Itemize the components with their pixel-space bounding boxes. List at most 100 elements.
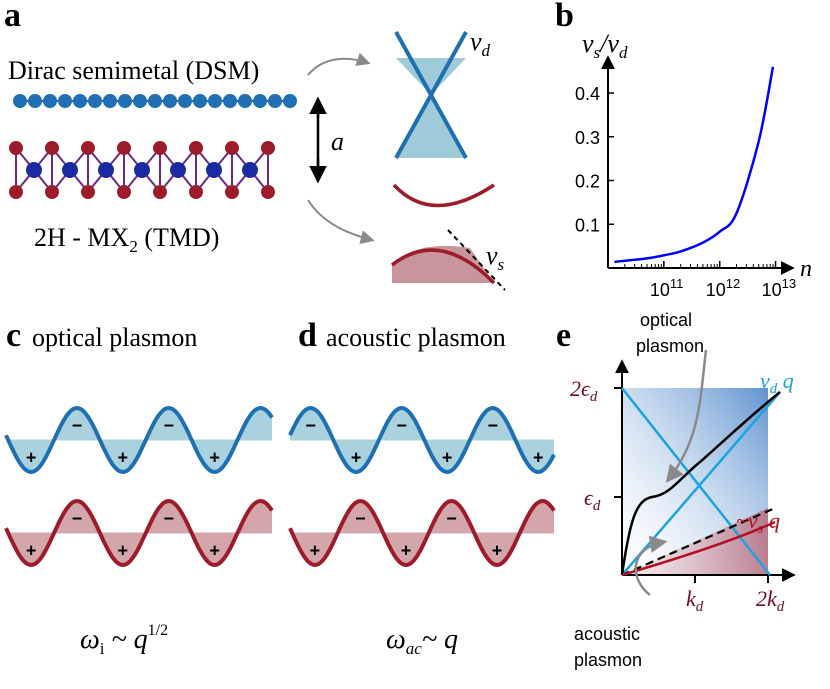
- x-tick-label: 1013: [762, 276, 797, 300]
- x-tick-label: 1011: [650, 276, 684, 300]
- x-tick-2kd: 2kd: [756, 586, 785, 615]
- vs-tangent: [447, 229, 506, 291]
- acoustic-label-line1: acoustic: [574, 624, 640, 644]
- dsm-atom: [103, 94, 117, 108]
- chart-xlabel: n: [800, 256, 812, 282]
- tmd-chalcogen-atom: [189, 185, 203, 199]
- charge-sign: −: [305, 416, 316, 436]
- charge-sign: +: [442, 448, 453, 468]
- dsm-atom: [148, 94, 162, 108]
- tmd-metal-atom: [62, 162, 78, 178]
- separation-label: a: [331, 127, 344, 156]
- dsm-atom: [178, 94, 192, 108]
- charge-wave: [288, 498, 556, 568]
- tmd-chalcogen-atom: [153, 185, 167, 199]
- charge-sign: −: [446, 509, 457, 529]
- tmd-chalcogen-atom: [9, 141, 23, 155]
- y-tick-label: 0.2: [575, 172, 600, 192]
- dsm-atom: [193, 94, 207, 108]
- charge-sign: +: [118, 448, 129, 468]
- tmd-lattice: [9, 141, 275, 199]
- y-tick-label: 0.4: [575, 84, 600, 104]
- dsm-atom: [163, 94, 177, 108]
- dsm-atom: [28, 94, 42, 108]
- optical-label-line2: plasmon: [636, 336, 704, 356]
- dsm-label: Dirac semimetal (DSM): [8, 56, 259, 85]
- chart-ylabel: vs/vd: [582, 29, 628, 62]
- charge-sign: +: [26, 541, 37, 561]
- charge-sign: −: [72, 416, 83, 436]
- conduction-band: [392, 183, 495, 208]
- dsm-atom: [283, 94, 297, 108]
- dsm-atom: [43, 94, 57, 108]
- charge-sign: +: [401, 541, 412, 561]
- vsq-label: ~vs q: [736, 508, 780, 537]
- dsm-atom: [58, 94, 72, 108]
- optical-label-line1: optical: [640, 310, 692, 330]
- panel-d-label: d: [298, 317, 317, 354]
- charge-sign: −: [163, 509, 174, 529]
- acoustic-pointer: [634, 535, 668, 596]
- panel-e-label: e: [556, 317, 571, 354]
- acoustic-formula: ωac~ q: [386, 624, 458, 658]
- optical-plasmon-waves: +−+−++−+−+: [4, 405, 274, 568]
- tmd-label: 2H - MX2 (TMD): [34, 223, 219, 256]
- tmd-chalcogen-atom: [225, 141, 239, 155]
- dsm-atom: [208, 94, 222, 108]
- y-tick-ed: ϵd: [584, 485, 601, 514]
- tmd-metal-atom: [134, 162, 150, 178]
- charge-sign: −: [163, 416, 174, 436]
- acoustic-plasmon-waves: −+−+−++−+−+: [288, 405, 556, 568]
- charge-sign: +: [533, 448, 544, 468]
- tmd-chalcogen-atom: [261, 185, 275, 199]
- tmd-chalcogen-atom: [45, 185, 59, 199]
- tmd-chalcogen-atom: [81, 185, 95, 199]
- charge-wave: [4, 498, 274, 568]
- panel-b-label: b: [555, 0, 574, 34]
- vdq-line: [621, 391, 781, 576]
- charge-sign: −: [72, 509, 83, 529]
- charge-sign: −: [487, 416, 498, 436]
- tmd-chalcogen-atom: [117, 141, 131, 155]
- tmd-arrow: [307, 199, 375, 244]
- tmd-chalcogen-atom: [153, 141, 167, 155]
- tmd-chalcogen-atom: [261, 141, 275, 155]
- dsm-atom: [118, 94, 132, 108]
- optical-formula: ωi ~ q1/2: [80, 622, 168, 658]
- tmd-chalcogen-atom: [189, 141, 203, 155]
- vs-label: vs: [486, 241, 505, 274]
- charge-sign: +: [26, 448, 37, 468]
- dirac-cone: [394, 31, 468, 159]
- panel-c-label: c: [6, 317, 21, 354]
- dsm-atom: [13, 94, 27, 108]
- vd-label: vd: [470, 27, 491, 60]
- dsm-atom: [268, 94, 282, 108]
- tmd-chalcogen-atom: [117, 185, 131, 199]
- panel-c-title: optical plasmon: [32, 323, 197, 352]
- x-tick-label: 1012: [706, 276, 741, 300]
- y-tick-2ed: 2ϵd: [570, 376, 598, 405]
- charge-sign: +: [209, 448, 220, 468]
- x-tick-kd: kd: [686, 586, 704, 615]
- charge-sign: +: [492, 541, 503, 561]
- tmd-metal-atom: [242, 162, 258, 178]
- dsm-atom-chain: [13, 94, 297, 108]
- charge-sign: −: [396, 416, 407, 436]
- tmd-metal-atom: [26, 162, 42, 178]
- dsm-atom: [223, 94, 237, 108]
- series-line-vs-vd: [614, 66, 775, 264]
- tmd-metal-atom: [206, 162, 222, 178]
- acoustic-label-line2: plasmon: [574, 650, 642, 670]
- tmd-chalcogen-atom: [45, 141, 59, 155]
- charge-sign: +: [118, 541, 129, 561]
- panel-a-label: a: [4, 0, 21, 34]
- y-tick-label: 0.1: [575, 215, 600, 235]
- tmd-chalcogen-atom: [81, 141, 95, 155]
- dsm-atom: [133, 94, 147, 108]
- panel-d-title: acoustic plasmon: [326, 323, 506, 352]
- charge-sign: −: [355, 509, 366, 529]
- valence-band: [390, 248, 496, 285]
- charge-sign: +: [310, 541, 321, 561]
